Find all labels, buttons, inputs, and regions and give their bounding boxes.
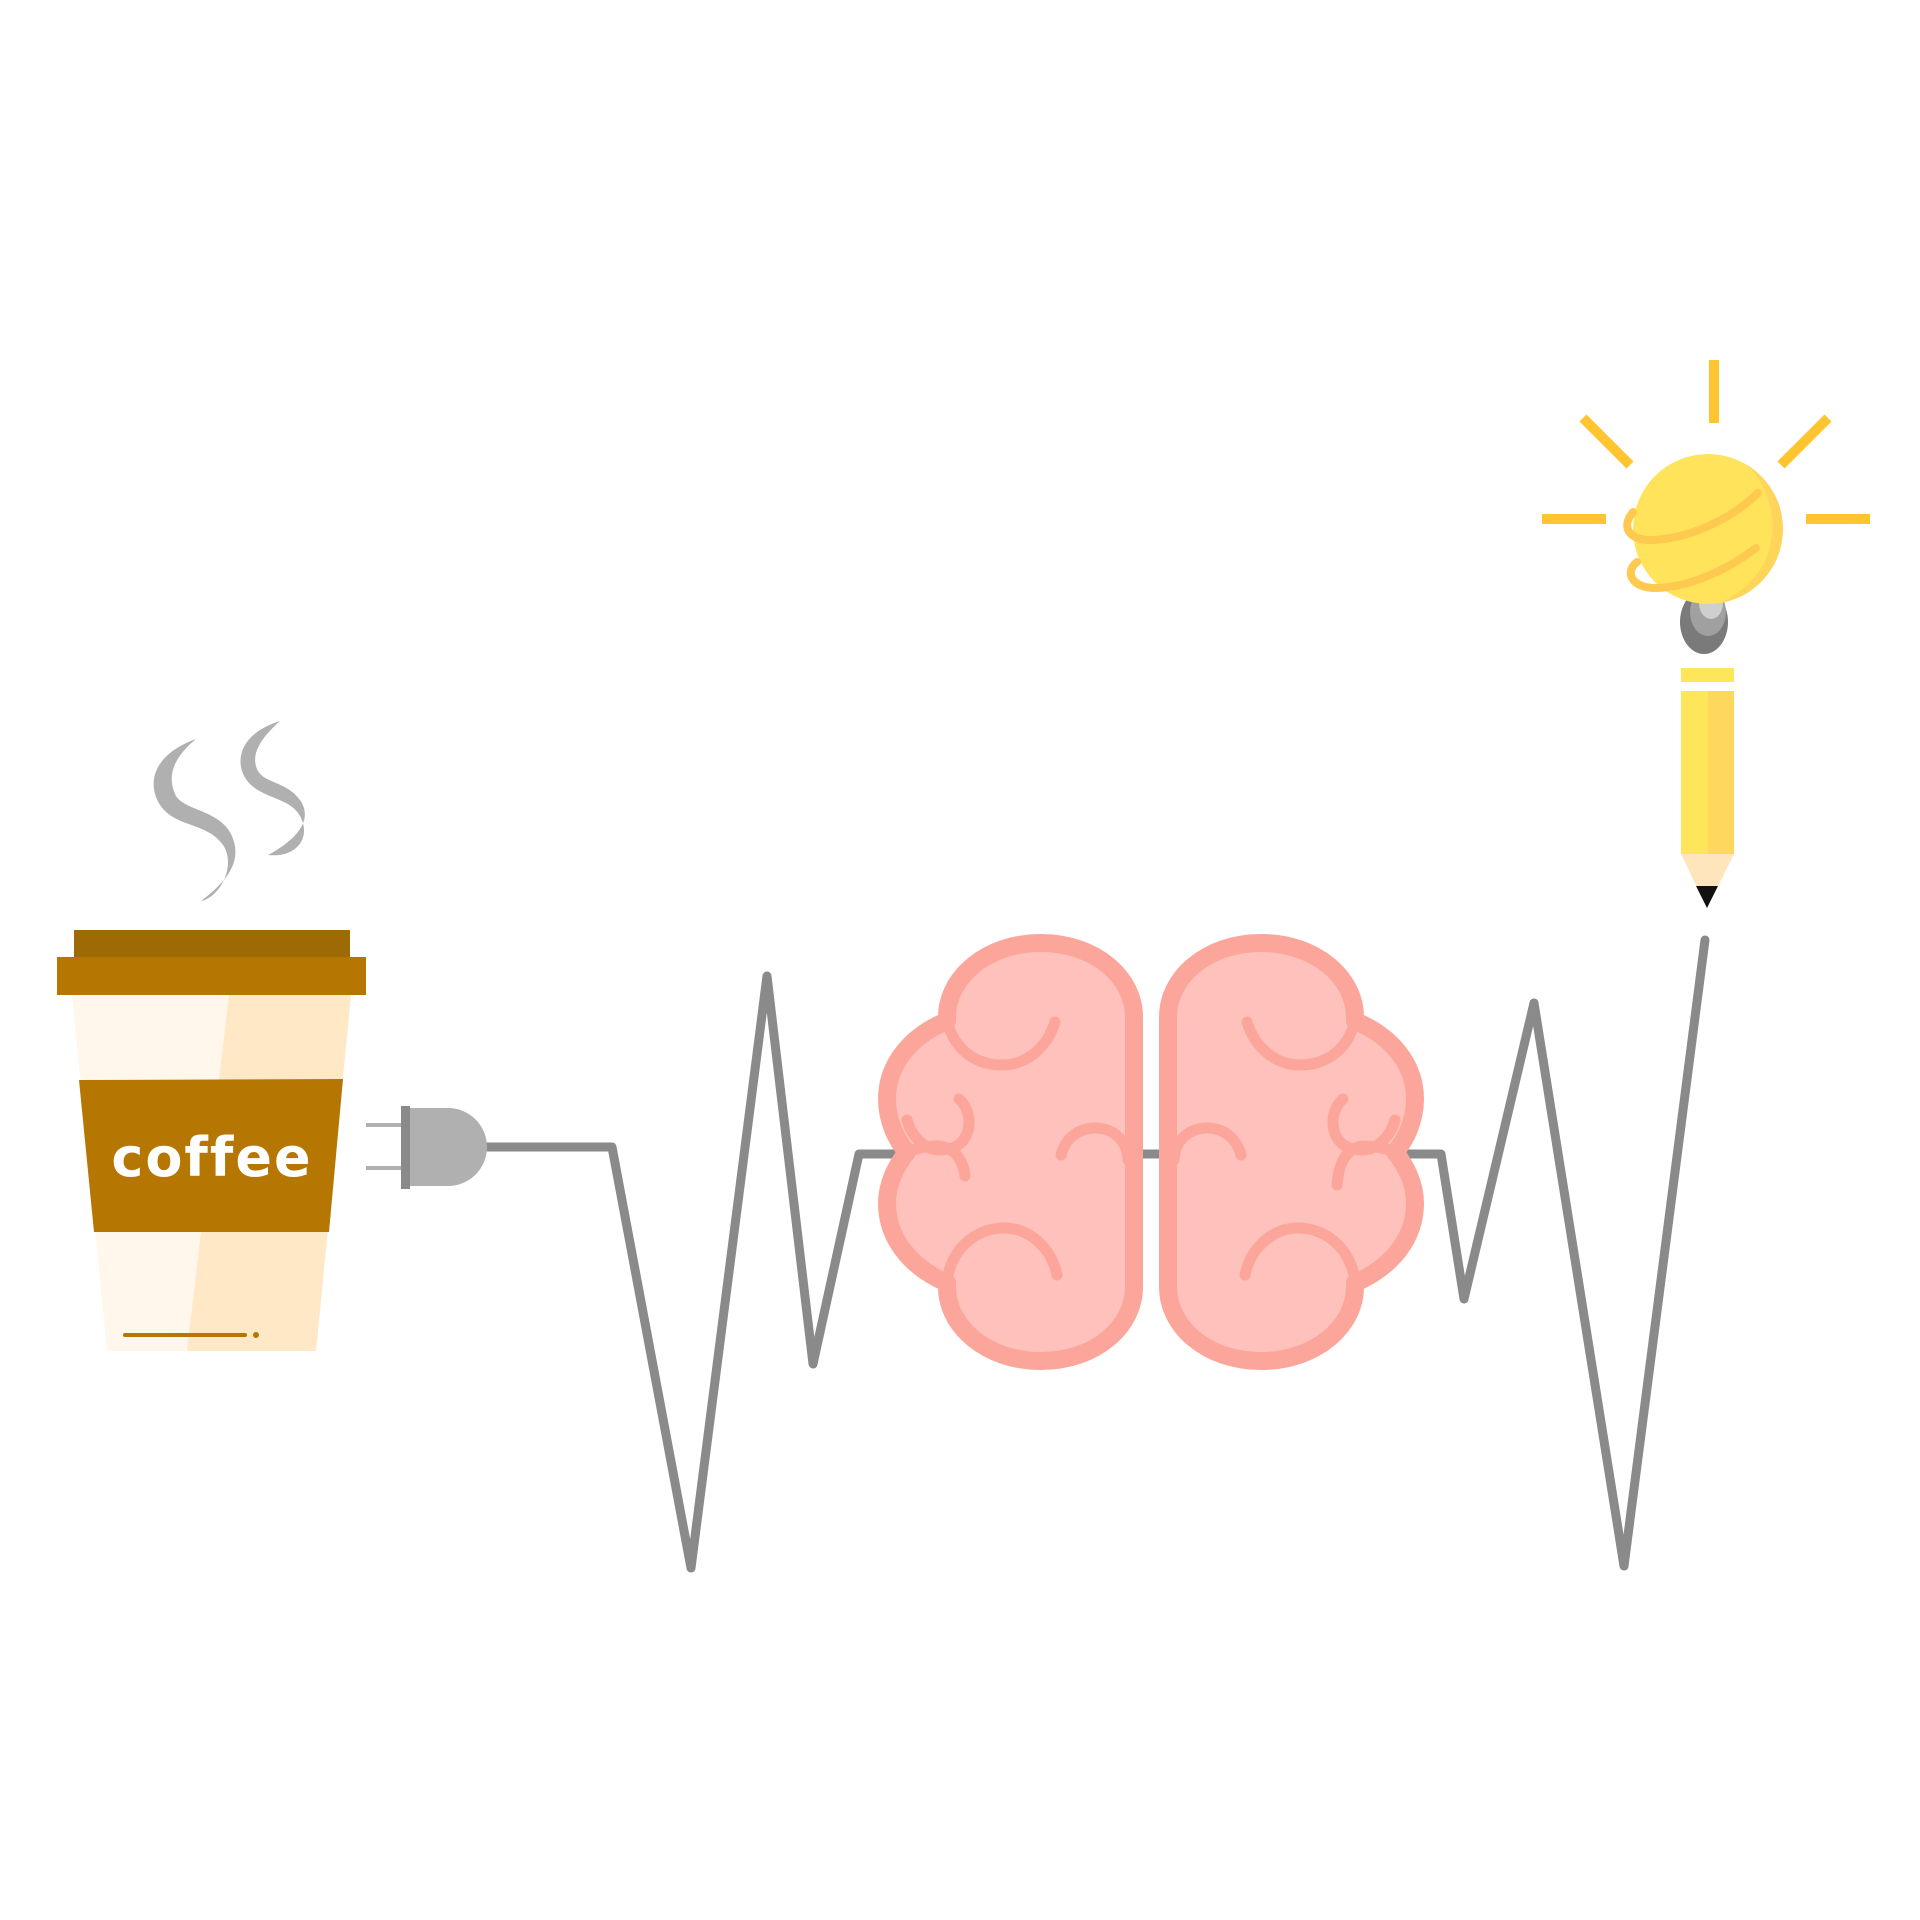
cup-label: coffee (111, 1126, 312, 1189)
cup-lid-top (74, 930, 350, 958)
cup-sleeve (79, 1079, 343, 1232)
steam-icon (153, 721, 305, 901)
brain-left-hemisphere (878, 934, 1143, 1370)
cup-lid (57, 957, 366, 995)
pencil-icon (1681, 668, 1734, 908)
coffee-cup-icon: coffee (57, 930, 366, 1351)
brain-icon (878, 934, 1424, 1370)
light-bulb-icon (1542, 360, 1870, 654)
power-plug-icon (366, 1106, 487, 1189)
brain-right-hemisphere (1159, 934, 1424, 1370)
